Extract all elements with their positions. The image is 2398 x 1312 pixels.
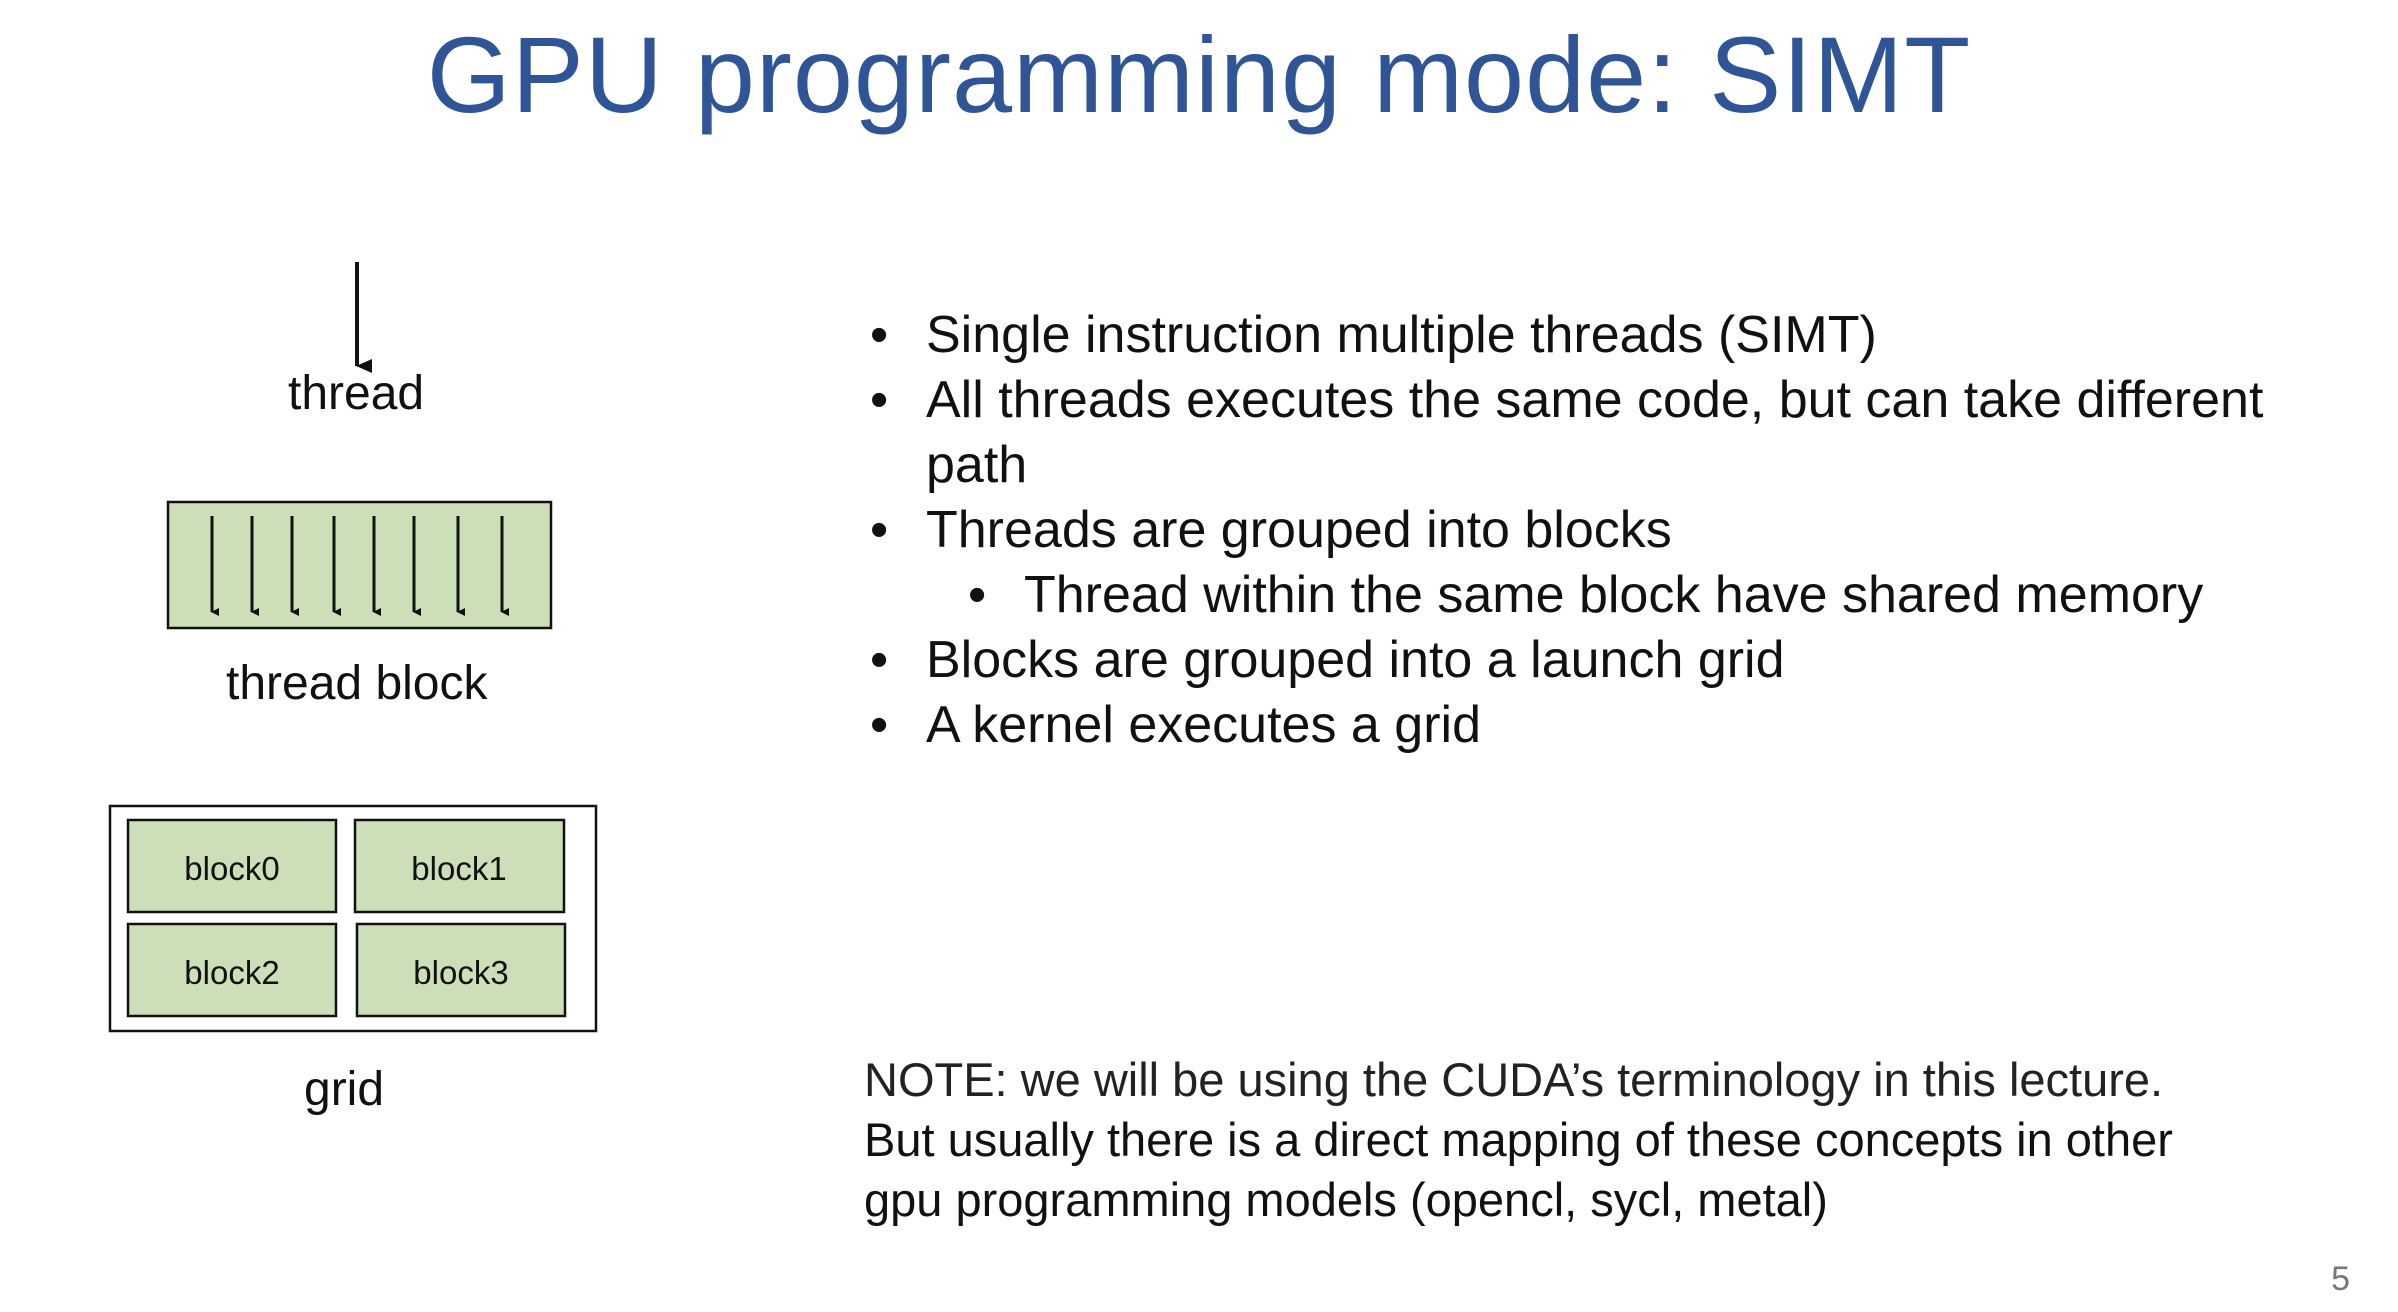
block1-label: block1	[411, 850, 506, 887]
block0-cell	[126, 818, 338, 914]
block3-cell	[355, 922, 567, 1018]
bullet-item: Threads are grouped into blocks	[870, 498, 2320, 563]
page-number: 5	[2331, 1260, 2350, 1298]
sub-bullet-item: Thread within the same block have shared…	[968, 563, 2320, 628]
bullet-list: Single instruction multiple threads (SIM…	[860, 303, 2320, 758]
thread-block-arrows	[210, 516, 509, 616]
note-line: NOTE: we will be using the CUDA’s termin…	[864, 1053, 2164, 1106]
note-line: But usually there is a direct mapping of…	[864, 1113, 2173, 1166]
note-line: gpu programming models (opencl, sycl, me…	[864, 1173, 1828, 1226]
block0-label: block0	[184, 850, 279, 887]
bullet-item: Blocks are grouped into a launch grid	[870, 628, 2320, 693]
block1-cell	[353, 818, 566, 914]
thread-block-box	[166, 500, 553, 630]
thread-block-label: thread block	[226, 657, 488, 710]
block2-cell	[126, 922, 338, 1018]
terminology-note: NOTE: we will be using the CUDA’s termin…	[864, 1050, 2173, 1230]
bullet-item: Single instruction multiple threads (SIM…	[870, 303, 2320, 368]
thread-label: thread	[288, 367, 425, 420]
grid-label: grid	[304, 1063, 385, 1116]
block3-label: block3	[413, 954, 508, 991]
slide-title: GPU programming mode: SIMT	[426, 14, 1972, 135]
bullet-item: All threads executes the same code, but …	[870, 368, 2320, 498]
block2-label: block2	[184, 954, 279, 991]
bullet-item: A kernel executes a grid	[870, 693, 2320, 758]
